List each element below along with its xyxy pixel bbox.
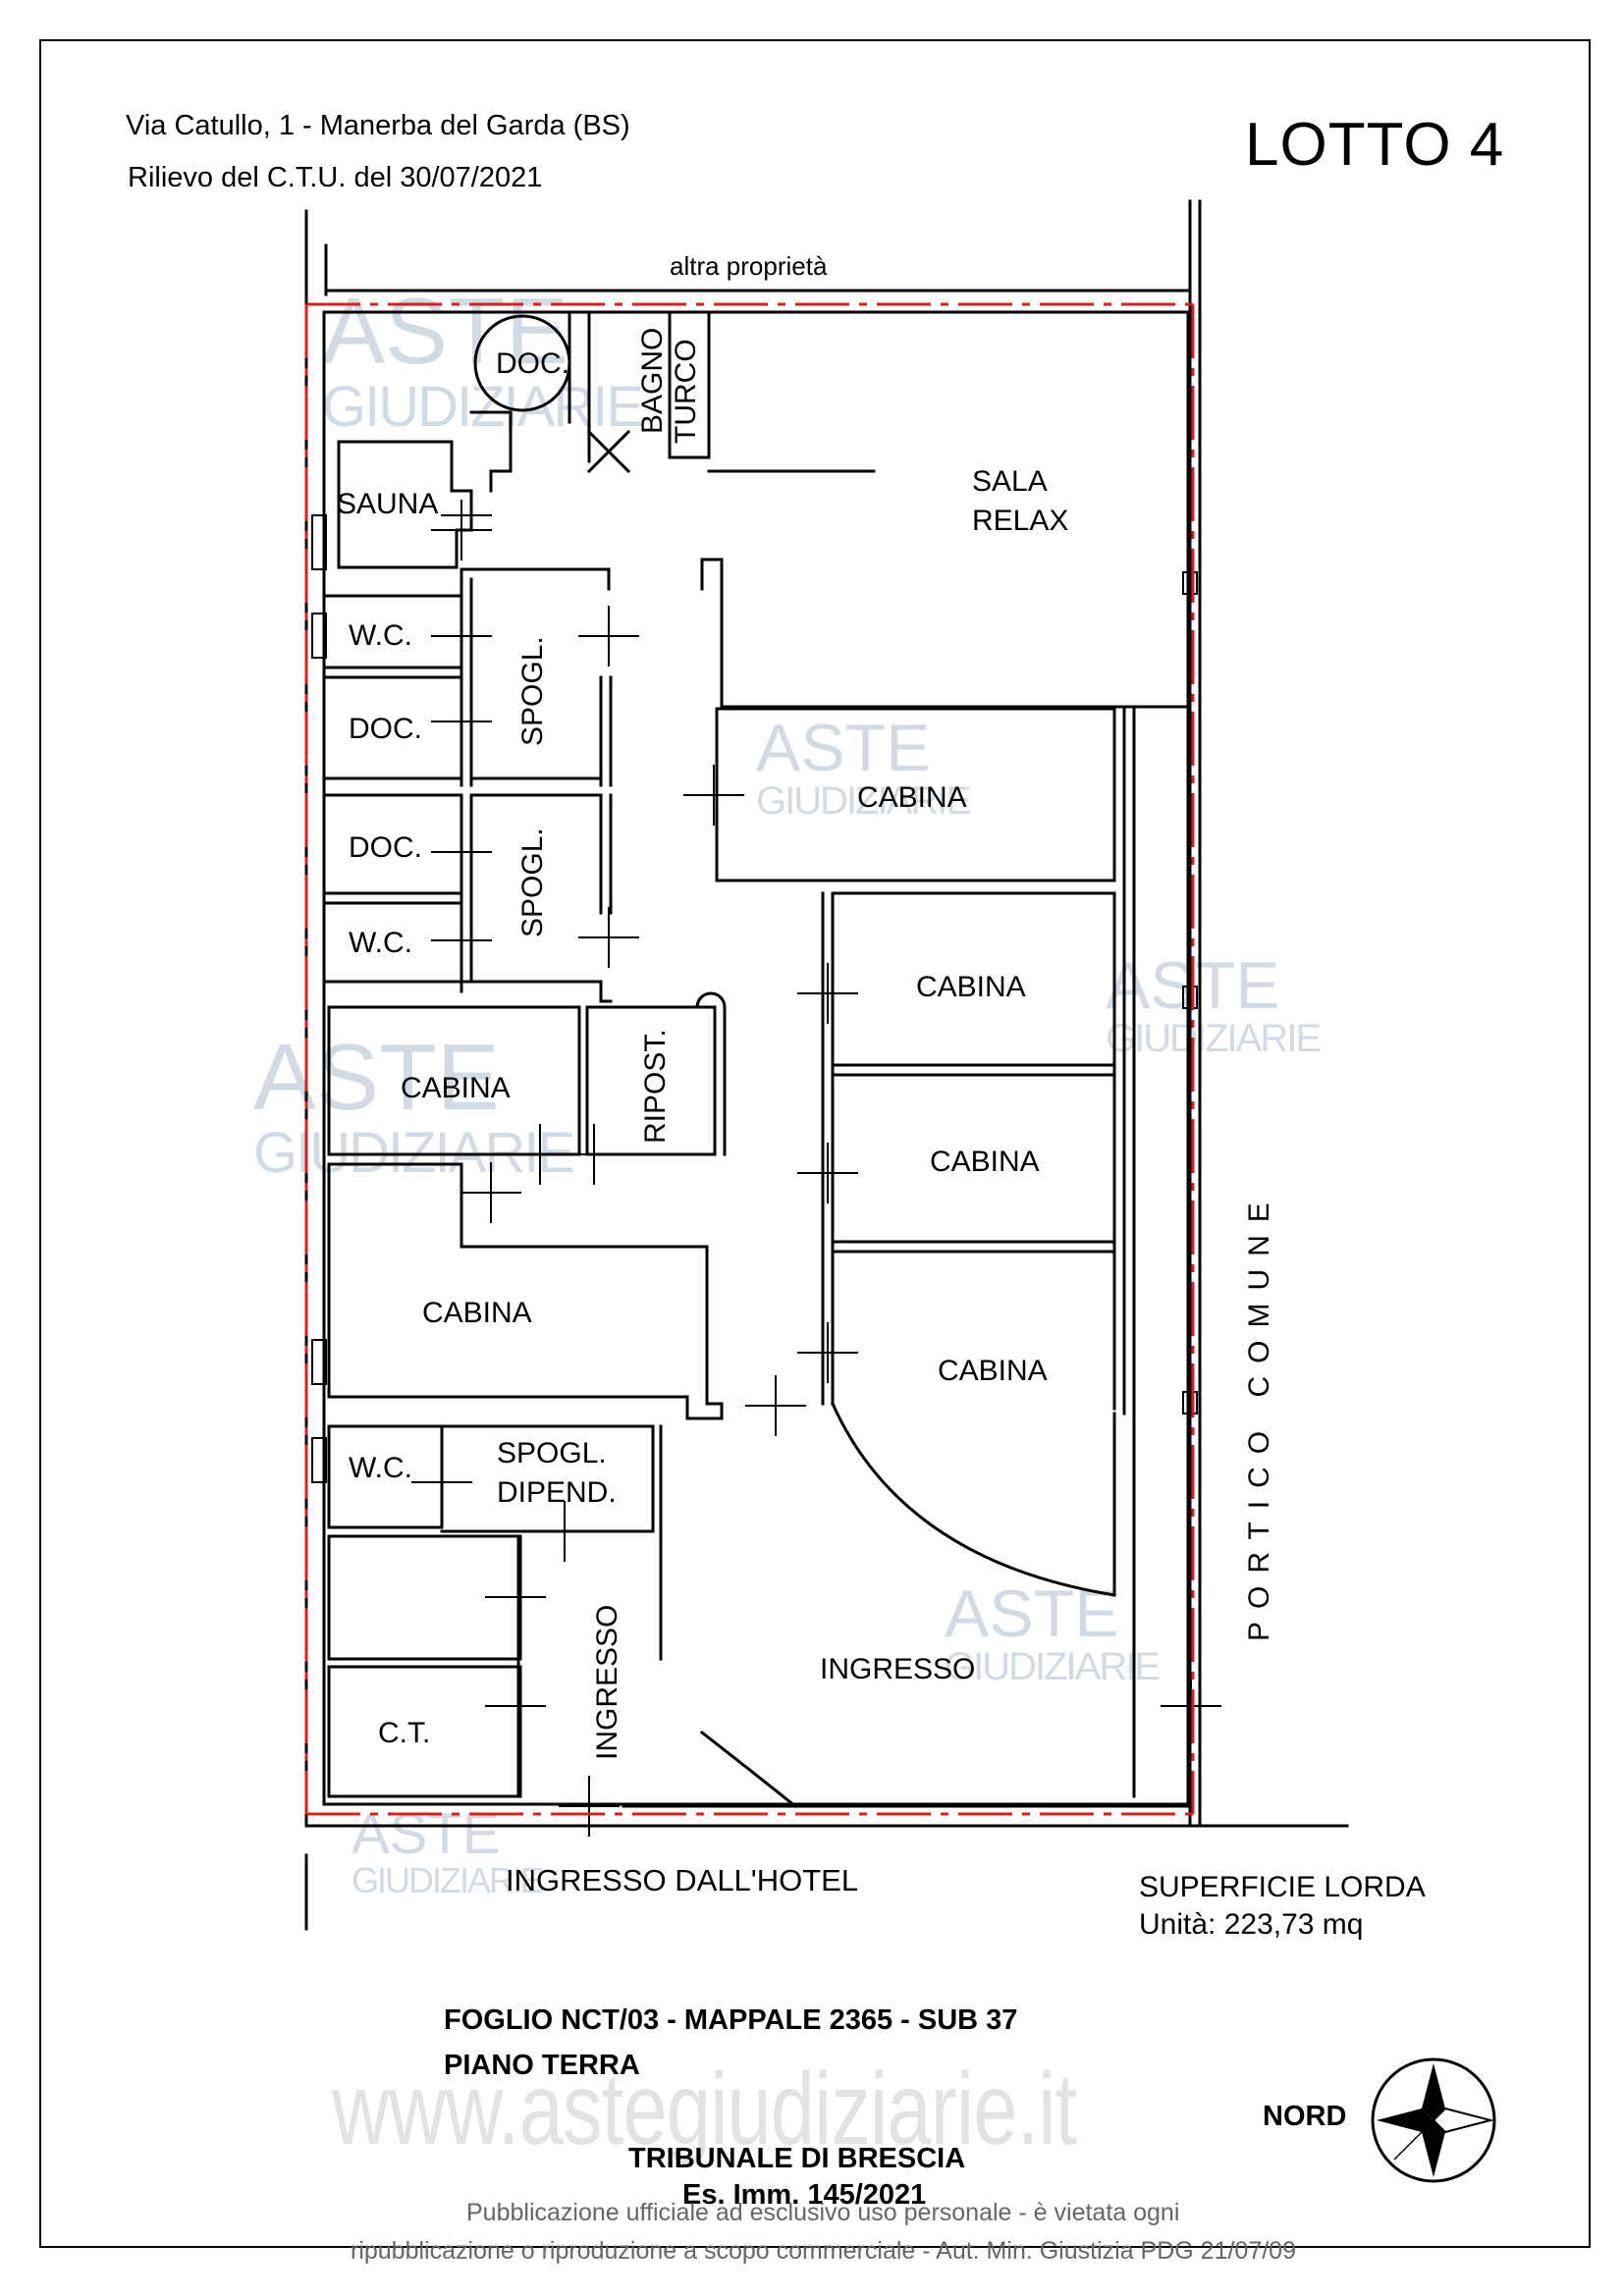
- lot-title: LOTTO 4: [1245, 111, 1505, 179]
- watermark-aste: ASTE: [253, 1025, 500, 1130]
- label-ingresso-v: INGRESSO: [591, 1605, 623, 1760]
- door-arc: [699, 1730, 798, 1809]
- label-ripost: RIPOST.: [639, 1029, 672, 1144]
- label-ingresso-h: INGRESSO: [820, 1653, 975, 1685]
- label-spogl-2: SPOGL.: [516, 828, 549, 937]
- label-portico: PORTICO COMUNE: [1243, 1190, 1275, 1641]
- label-cabina-5: CABINA: [422, 1297, 532, 1329]
- watermark-giudiziarie: GIUDIZIARIE: [1106, 1017, 1322, 1060]
- cadastral-ref: FOGLIO NCT/03 - MAPPALE 2365 - SUB 37: [444, 2004, 1018, 2036]
- north-label: NORD: [1263, 2101, 1347, 2132]
- survey-date: Rilievo del C.T.U. del 30/07/2021: [128, 162, 543, 193]
- label-cabina-2: CABINA: [916, 971, 1026, 1003]
- label-cabina-6: CABINA: [938, 1355, 1048, 1387]
- sala-relax-wall: [700, 558, 1190, 709]
- entrance-hotel-label: INGRESSO DALL'HOTEL: [506, 1863, 859, 1897]
- label-sala: SALA: [972, 465, 1048, 498]
- label-wc-3: W.C.: [349, 1452, 412, 1484]
- label-wc-2: W.C.: [349, 927, 412, 959]
- wall-round: [695, 991, 727, 1156]
- outer-wall: [322, 310, 1190, 1806]
- compass-icon: [1371, 2057, 1496, 2183]
- disclaimer-line-2: ripubblicazione o riproduzione a scopo c…: [351, 2237, 1296, 2265]
- arc-wall: [831, 1402, 1116, 1597]
- ct-wall: [327, 1665, 522, 1798]
- label-doc-top: DOC.: [496, 347, 569, 380]
- watermark-giudiziarie: GIUDIZIARIE: [756, 779, 972, 823]
- court-label: TRIBUNALE DI BRESCIA: [628, 2143, 966, 2174]
- diag-wall: [586, 429, 631, 474]
- case-number: Es. Imm. 145/2021: [682, 2179, 927, 2211]
- label-wc-1: W.C.: [349, 619, 412, 652]
- label-cabina-4: CABINA: [930, 1146, 1040, 1178]
- watermark-aste: ASTE: [322, 279, 568, 384]
- label-spogl-dipend-1: SPOGL.: [497, 1437, 607, 1469]
- label-doc-1: DOC.: [349, 713, 422, 745]
- floor-label: PIANO TERRA: [444, 2050, 640, 2081]
- label-relax: RELAX: [972, 505, 1068, 537]
- cabina-left-1-wall: [327, 1005, 581, 1156]
- page-frame: [39, 39, 1591, 2248]
- watermark-giudiziarie: GIUDIZIARIE: [945, 1645, 1161, 1688]
- watermark-logo: ASTE GIUDIZIARIE: [756, 711, 972, 823]
- label-doc-2: DOC.: [349, 831, 422, 864]
- wall-block: [668, 310, 711, 459]
- neighbor-label: altra proprietà: [670, 251, 828, 281]
- cabina-left-2-wall: [327, 1162, 724, 1420]
- label-sauna: SAUNA: [337, 488, 438, 520]
- label-bagno: BAGNO: [636, 328, 669, 434]
- watermark-giudiziarie: GIUDIZIARIE: [352, 1860, 544, 1900]
- label-ct: C.T.: [378, 1717, 430, 1749]
- surface-value: Unità: 223,73 mq: [1139, 1908, 1364, 1941]
- label-spogl-dipend-2: DIPEND.: [497, 1476, 617, 1509]
- wall: [460, 980, 613, 1003]
- label-turco: TURCO: [670, 339, 702, 444]
- label-spogl-1: SPOGL.: [516, 636, 549, 746]
- watermark-aste: ASTE: [756, 711, 931, 785]
- address: Via Catullo, 1 - Manerba del Garda (BS): [126, 110, 630, 141]
- ripost-wall: [585, 1005, 717, 1156]
- watermark-url: www.astegiudiziarie.it: [332, 2053, 1077, 2166]
- wall: [324, 567, 611, 598]
- disclaimer-line-1: Pubblicazione ufficiale ad esclusivo uso…: [466, 2199, 1180, 2226]
- surface-title: SUPERFICIE LORDA: [1139, 1871, 1426, 1903]
- wall: [469, 410, 513, 493]
- label-cabina-1: CABINA: [857, 781, 967, 814]
- label-cabina-3: CABINA: [401, 1072, 511, 1104]
